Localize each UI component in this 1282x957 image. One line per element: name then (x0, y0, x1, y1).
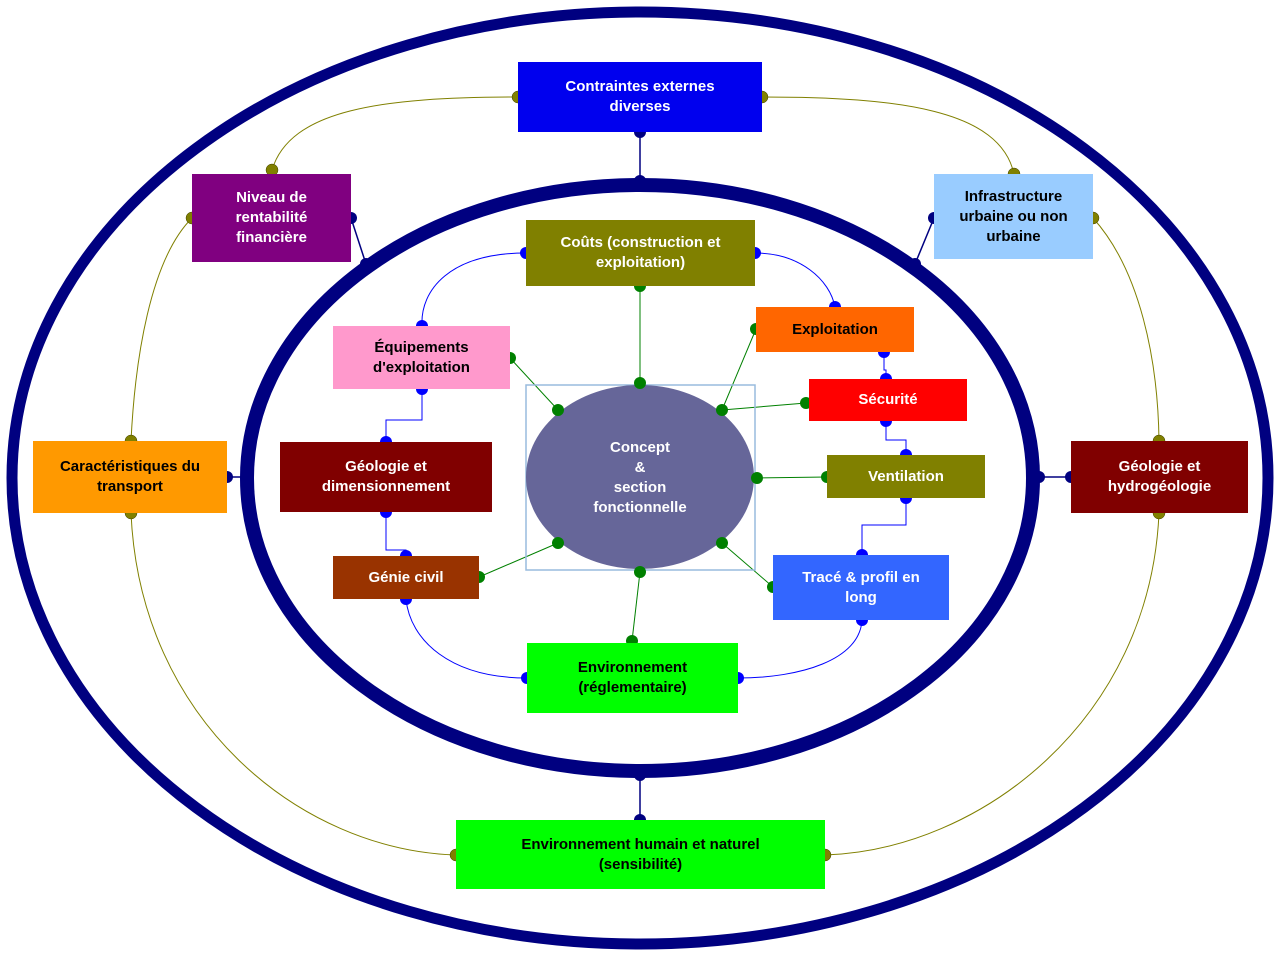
node-transport: Caractéristiques du transport (33, 441, 227, 513)
spoke-connectors (478, 286, 828, 642)
node-exploitation: Exploitation (756, 307, 914, 352)
node-contraintes: Contraintes externes diverses (518, 62, 762, 132)
node-infrastructure: Infrastructure urbaine ou non urbaine (934, 174, 1093, 259)
node-geologie-dim: Géologie et dimensionnement (280, 442, 492, 512)
center-concept-label: Concept & section fonctionnelle (593, 438, 687, 516)
node-genie-civil: Génie civil (333, 556, 479, 599)
outer-connectors (130, 96, 1160, 856)
outer-ring (6, 6, 1274, 950)
node-env-reglementaire: Environnement (réglementaire) (527, 643, 738, 713)
node-equipements: Équipements d'exploitation (333, 326, 510, 389)
node-rentabilite: Niveau de rentabilité financière (192, 174, 351, 262)
center-ellipse (526, 385, 754, 569)
node-couts: Coûts (construction et exploitation) (526, 220, 755, 286)
node-securite: Sécurité (809, 379, 967, 421)
node-env-humain: Environnement humain et naturel (sensibi… (456, 820, 825, 889)
node-ventilation: Ventilation (827, 455, 985, 498)
node-hydrogeologie: Géologie et hydrogéologie (1071, 441, 1248, 513)
node-trace: Tracé & profil en long (773, 555, 949, 620)
